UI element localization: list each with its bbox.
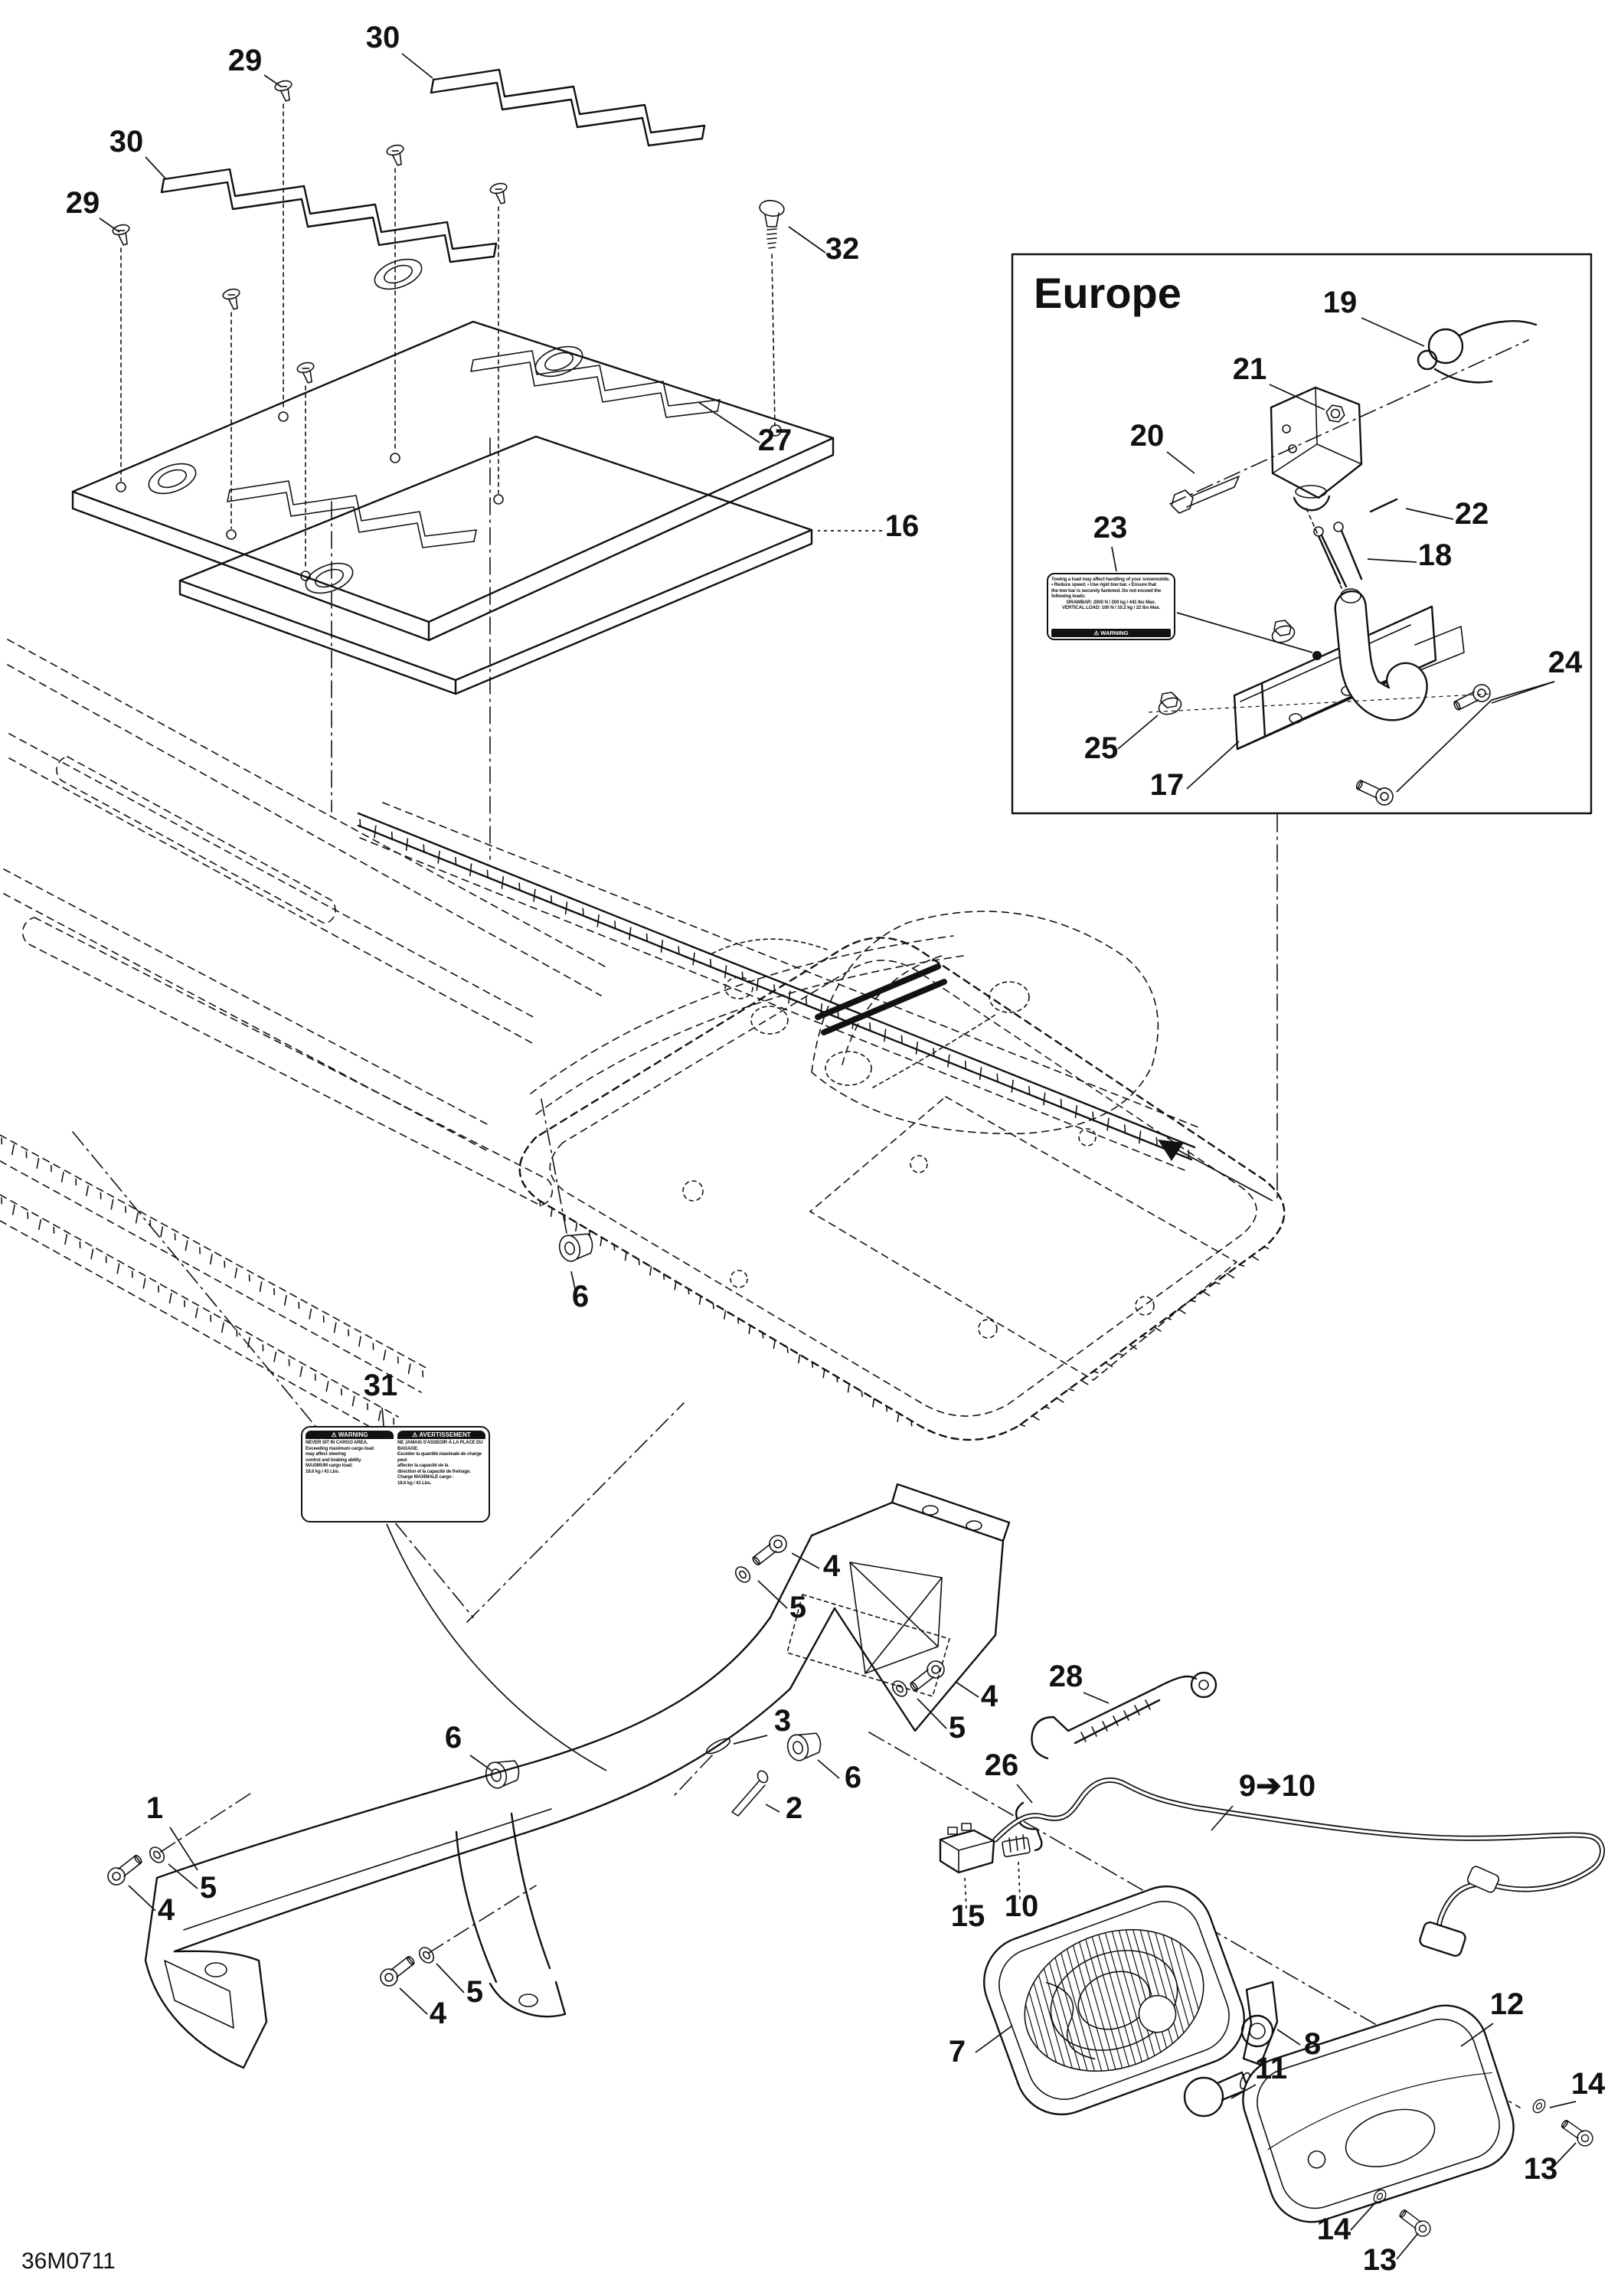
flange-nuts [1158, 620, 1296, 715]
roll-pin [1369, 498, 1398, 513]
part-label-28: 28 [1049, 1660, 1083, 1693]
part-label-6: 6 [572, 1280, 589, 1313]
part-label-22: 22 [1455, 497, 1489, 531]
foam-pad [178, 435, 813, 695]
rear-bumper-drawing [103, 1483, 1011, 2069]
part-label-7: 7 [949, 2035, 966, 2069]
tunnel-frame-drawing [0, 639, 1286, 1623]
cover-assembly-drawing [71, 68, 835, 860]
connector-15 [939, 1823, 995, 1874]
part-label-30: 30 [366, 21, 400, 54]
part-label-5: 5 [200, 1871, 217, 1905]
part-label-18: 18 [1418, 538, 1453, 572]
retainer-strip-lower [160, 168, 498, 263]
taillight-housing [983, 1885, 1245, 2116]
part-label-4: 4 [158, 1893, 175, 1927]
inset-title: Europe [1034, 269, 1181, 317]
part-label-5: 5 [466, 1975, 483, 2009]
hitch-ball-mount [1270, 386, 1363, 512]
part-label-27: 27 [758, 424, 793, 457]
part-label-10: 10 [1005, 1889, 1039, 1923]
part-label-3: 3 [774, 1704, 791, 1738]
part-label-6: 6 [445, 1721, 462, 1755]
part-label-11: 11 [1255, 2052, 1287, 2085]
part-label-13: 13 [1363, 2243, 1397, 2277]
harness-clip [1015, 1801, 1043, 1852]
part-label-31: 31 [364, 1369, 398, 1402]
retainer-strip-upper [430, 68, 706, 147]
part-label-4: 4 [823, 1549, 841, 1583]
part-label-29: 29 [66, 186, 100, 220]
part-label-17: 17 [1150, 768, 1185, 802]
part-label-5: 5 [789, 1591, 806, 1624]
bracket-bolt-lower [1353, 775, 1397, 809]
part-label-21: 21 [1233, 352, 1267, 386]
part-label-9➔10: 9➔10 [1239, 1769, 1315, 1803]
wiring-harness [992, 1777, 1605, 1957]
rubber-strap [1031, 1671, 1217, 1760]
part-label-26: 26 [985, 1748, 1019, 1782]
part-label-1: 1 [146, 1791, 163, 1825]
drawing-number: 36M0711 [21, 2249, 116, 2274]
towing-warning-text: Towing a load may affect handling of you… [1051, 577, 1170, 611]
cargo-warning-english: ⚠ WARNING NEVER SIT IN CARGO AREA.Exceed… [306, 1431, 394, 1518]
part-label-32: 32 [825, 232, 860, 266]
towing-warning-sticker: Towing a load may affect handling of you… [1047, 573, 1175, 640]
part-label-19: 19 [1323, 286, 1358, 319]
part-label-5: 5 [949, 1711, 966, 1745]
screw-32 [759, 200, 785, 437]
serration-ticks [1, 819, 1270, 1427]
bulb [1183, 2071, 1251, 2118]
bracket-bolt-upper [1450, 681, 1494, 715]
part-label-25: 25 [1084, 731, 1119, 765]
cotter-pins [1313, 522, 1363, 588]
part-label-15: 15 [951, 1899, 985, 1933]
taillight-lens [1242, 2004, 1515, 2223]
part-label-29: 29 [228, 44, 263, 77]
cargo-warning-sticker: ⚠ WARNING NEVER SIT IN CARGO AREA.Exceed… [301, 1426, 490, 1522]
part-label-13: 13 [1524, 2152, 1558, 2186]
part-label-2: 2 [786, 1791, 802, 1825]
part-label-6: 6 [845, 1761, 861, 1794]
hitch-nut [1324, 404, 1347, 424]
cargo-warning-french: ⚠ AVERTISSEMENT NE JAMAIS S'ASSEOIR À LA… [397, 1431, 485, 1518]
part-label-23: 23 [1093, 511, 1128, 545]
hitch-bolt [1171, 476, 1240, 514]
part-label-4: 4 [430, 1997, 447, 2030]
part-label-16: 16 [885, 509, 920, 543]
connector-10 [1002, 1834, 1031, 1858]
part-label-4: 4 [981, 1679, 998, 1713]
taillight-drawing [868, 1671, 1605, 2240]
part-label-30: 30 [109, 125, 144, 159]
part-label-12: 12 [1490, 1987, 1525, 2021]
towing-warning-footer: ⚠ WARNING [1051, 629, 1171, 637]
warning-header-fr: ⚠ AVERTISSEMENT [397, 1431, 485, 1439]
part-label-8: 8 [1304, 2027, 1321, 2061]
hairpin-clip [1417, 320, 1538, 384]
europe-inset: Europe [1011, 253, 1593, 815]
part-label-20: 20 [1130, 419, 1165, 453]
part-label-14: 14 [1571, 2067, 1606, 2101]
part-label-24: 24 [1548, 646, 1583, 679]
cover-screws [111, 78, 511, 581]
part-label-14: 14 [1317, 2213, 1351, 2246]
tow-hook [1306, 508, 1428, 721]
warning-header-en: ⚠ WARNING [306, 1431, 394, 1439]
